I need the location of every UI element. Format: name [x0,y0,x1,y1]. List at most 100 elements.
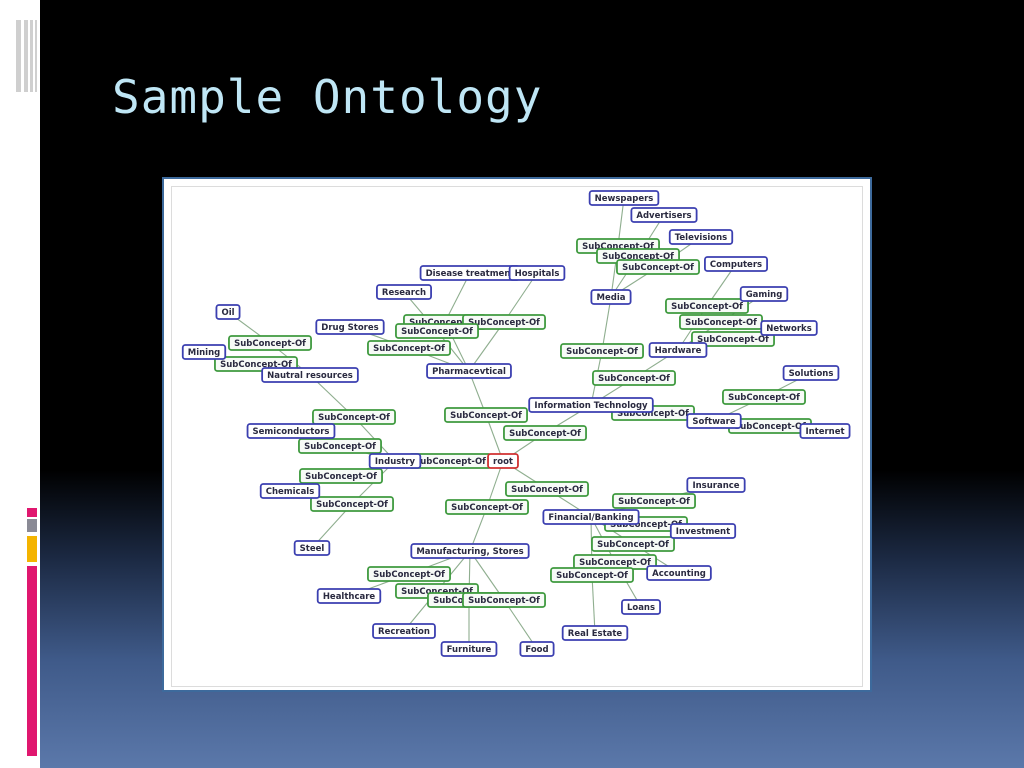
concept-root[interactable]: root [487,453,519,469]
concept-food-label: Food [525,645,548,655]
concept-loans[interactable]: Loans [621,599,661,615]
concept-software[interactable]: Software [686,413,742,429]
concept-healthcare[interactable]: Healthcare [316,588,382,604]
concept-manufacturing-stores-label: Manufacturing, Stores [416,547,523,557]
concept-industry[interactable]: Industry [368,453,422,469]
concept-media[interactable]: Media [590,289,632,305]
concept-healthcare-label: Healthcare [323,592,376,602]
relation-r4[interactable]: SubConcept-Of [665,298,749,314]
concept-food[interactable]: Food [519,641,555,657]
relation-r3[interactable]: SubConcept-Of [616,259,700,275]
relation-r4-label: SubConcept-Of [671,302,743,312]
ontology-diagram: SubConcept-OfSubConcept-OfSubConcept-OfS… [181,190,851,657]
relation-r18[interactable]: SubConcept-Of [312,409,396,425]
relation-r14[interactable]: SubConcept-Of [395,323,479,339]
concept-solutions[interactable]: Solutions [782,365,840,381]
relation-r16[interactable]: SubConcept-Of [228,335,312,351]
relation-r10-label: SubConcept-Of [728,393,800,403]
relation-r20-label: SubConcept-Of [305,472,377,482]
concept-media-label: Media [597,293,626,303]
relation-r27[interactable]: SubConcept-Of [612,493,696,509]
concept-manufacturing-stores[interactable]: Manufacturing, Stores [410,543,530,559]
concept-research[interactable]: Research [376,284,432,300]
relation-r23[interactable]: SubConcept-Of [503,425,587,441]
concept-mining[interactable]: Mining [181,344,227,360]
concept-chemicals[interactable]: Chemicals [259,483,321,499]
figure-inner-border [171,186,863,687]
concept-gaming[interactable]: Gaming [739,286,789,302]
relation-r22[interactable]: SubConcept-Of [444,407,528,423]
relations-layer: SubConcept-OfSubConcept-OfSubConcept-OfS… [214,238,812,608]
concepts-layer: root NewspapersAdvertisersTelevisionsComp… [181,190,851,657]
concept-steel[interactable]: Steel [293,540,331,556]
concept-computers[interactable]: Computers [704,256,768,272]
relation-r35[interactable]: SubConcept-Of [462,592,546,608]
relation-r19[interactable]: SubConcept-Of [298,438,382,454]
concept-drug-stores[interactable]: Drug Stores [315,319,385,335]
concept-oil[interactable]: Oil [215,304,241,320]
relation-r20[interactable]: SubConcept-Of [299,468,383,484]
concept-networks[interactable]: Networks [760,320,818,336]
concept-advertisers[interactable]: Advertisers [630,207,698,223]
concept-research-label: Research [382,288,426,298]
edge-realestate-r31 [589,574,596,634]
relation-r21[interactable]: SubConcept-Of [310,496,394,512]
concept-information-technology[interactable]: Information Technology [528,397,654,413]
relation-r15[interactable]: SubConcept-Of [367,340,451,356]
relation-r21-label: SubConcept-Of [316,500,388,510]
relation-r5-label: SubConcept-Of [685,318,757,328]
relation-r26-label: SubConcept-Of [451,503,523,513]
relation-r24[interactable]: SubConcept-Of [408,453,492,469]
concept-financial-banking[interactable]: Financial/Banking [542,509,640,525]
edge-disease-r12 [444,272,471,323]
relation-r7-label: SubConcept-Of [566,347,638,357]
relation-r3-label: SubConcept-Of [622,263,694,273]
relation-r30[interactable]: SubConcept-Of [573,554,657,570]
concept-pharmacevtical[interactable]: Pharmacevtical [426,363,512,379]
concept-accounting-label: Accounting [652,569,706,579]
edge-media-r7 [600,296,612,352]
concept-real-estate[interactable]: Real Estate [561,625,629,641]
concept-recreation[interactable]: Recreation [372,623,436,639]
concept-hospitals-label: Hospitals [515,269,560,279]
relation-r26[interactable]: SubConcept-Of [445,499,529,515]
concept-financial-banking-label: Financial/Banking [548,513,633,523]
relation-r28-label: SubConcept-Of [610,520,682,530]
concept-accounting[interactable]: Accounting [646,565,712,581]
concept-nautral-resources[interactable]: Nautral resources [261,367,359,383]
relation-r6[interactable]: SubConcept-Of [691,331,775,347]
concept-insurance[interactable]: Insurance [686,477,746,493]
relation-r8[interactable]: SubConcept-Of [592,370,676,386]
concept-investment[interactable]: Investment [669,523,737,539]
concept-disease-treatment[interactable]: Disease treatment [419,265,521,281]
concept-hospitals[interactable]: Hospitals [508,265,566,281]
concept-pharmacevtical-label: Pharmacevtical [432,367,506,377]
concept-internet[interactable]: Internet [799,423,851,439]
concept-semiconductors[interactable]: Semiconductors [246,423,336,439]
relation-r13[interactable]: SubConcept-Of [462,314,546,330]
edge-r35-manufacturing [469,550,505,601]
relation-r10[interactable]: SubConcept-Of [722,389,806,405]
edge-newspapers-r1 [615,197,625,247]
relation-r9-label: SubConcept-Of [617,409,689,419]
relation-r17-label: SubConcept-Of [220,360,292,370]
concept-oil-label: Oil [221,308,234,318]
relation-r22-label: SubConcept-Of [450,411,522,421]
concept-networks-label: Networks [766,324,812,334]
relation-r7[interactable]: SubConcept-Of [560,343,644,359]
relation-r29[interactable]: SubConcept-Of [591,536,675,552]
concept-recreation-label: Recreation [378,627,430,637]
concept-industry-label: Industry [375,457,416,467]
concept-loans-label: Loans [627,603,655,613]
relation-r32[interactable]: SubConcept-Of [367,566,451,582]
concept-newspapers[interactable]: Newspapers [588,190,660,206]
concept-televisions[interactable]: Televisions [668,229,734,245]
relation-r32-label: SubConcept-Of [373,570,445,580]
relation-r5[interactable]: SubConcept-Of [679,314,763,330]
relation-r2-label: SubConcept-Of [602,252,674,262]
relation-r25[interactable]: SubConcept-Of [505,481,589,497]
concept-furniture[interactable]: Furniture [440,641,498,657]
concept-hardware[interactable]: Hardware [648,342,708,358]
relation-r31[interactable]: SubConcept-Of [550,567,634,583]
